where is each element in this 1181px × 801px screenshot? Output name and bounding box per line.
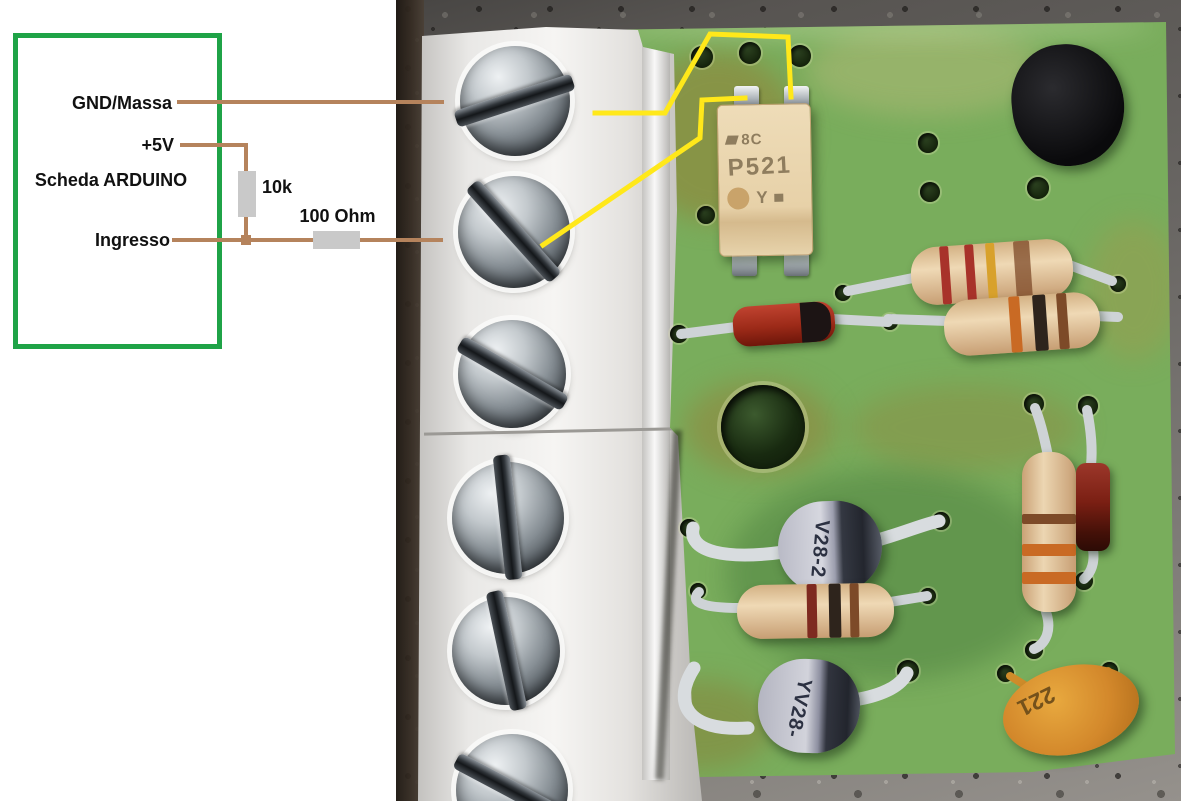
- pcb-photo: 8C P521 Y V28-2: [396, 0, 1181, 801]
- vert-resistor-lead-top: [1030, 403, 1053, 461]
- pullup-resistor-label: 10k: [262, 177, 293, 197]
- big-diode2-lead-right: [847, 666, 914, 707]
- pcb-discoloration: [806, 26, 1046, 116]
- resistor-band: [1022, 572, 1076, 584]
- annotation-wire-terminal1-to-opto: [592, 31, 794, 116]
- pcb-discoloration: [1086, 220, 1175, 360]
- board-label: Scheda ARDUINO: [34, 170, 188, 190]
- small-diode-lead-right: [827, 314, 893, 327]
- resistor3-lead-left: [690, 587, 745, 613]
- vert-resistor-body: [1022, 452, 1076, 612]
- terminal-screw-4: [452, 454, 564, 581]
- pin-label-input: Ingresso: [94, 230, 170, 250]
- pullup-resistor-symbol: [238, 171, 256, 217]
- pcb-mounting-hole: [721, 385, 805, 469]
- vert-diode-lead-top: [1082, 405, 1097, 470]
- series-resistor-label: 100 Ohm: [299, 206, 376, 226]
- wire-junction-dot: [241, 235, 251, 245]
- pin-label-5v: +5V: [141, 135, 174, 155]
- vert-resistor-lead-bottom: [1029, 607, 1054, 654]
- wire-5v: [180, 143, 248, 147]
- annotation-wire-terminal2-to-opto: [539, 95, 748, 249]
- big-diode1-lead-left: [686, 521, 791, 562]
- pin-label-gnd: GND/Massa: [71, 93, 172, 113]
- pcb-hole: [918, 133, 938, 153]
- component-leads-layer: [676, 261, 1123, 735]
- terminal-screw-2: [458, 176, 570, 288]
- wire-gnd: [177, 100, 444, 104]
- arduino-board-box: [13, 33, 222, 349]
- terminal-screw-1: [453, 46, 577, 156]
- small-diode-lead-left: [676, 322, 741, 339]
- resistor1-lead-left: [843, 273, 918, 296]
- terminal-block: [418, 27, 702, 801]
- wire-input: [172, 238, 443, 242]
- series-resistor-symbol: [313, 231, 360, 249]
- vert-diode-lead-bottom: [1079, 544, 1099, 584]
- pcb-hole: [1027, 177, 1049, 199]
- vert-diode-body: [1076, 463, 1110, 551]
- resistor-band: [1022, 514, 1076, 524]
- pcb-hole: [920, 182, 940, 202]
- resistor1-lead-right: [1067, 261, 1117, 286]
- pcb-hole: [789, 45, 811, 67]
- terminal-screw-3: [455, 320, 569, 428]
- terminal-screw-5: [452, 589, 560, 712]
- resistor3-lead-right: [885, 591, 932, 607]
- pcb-hole: [697, 206, 715, 224]
- big-diode1-lead-right: [871, 514, 946, 547]
- pcb-shading: [726, 470, 1056, 680]
- big-diode2-lead-left: [677, 661, 755, 735]
- pcb-hole: [739, 42, 761, 64]
- resistor2-lead-left: [883, 314, 953, 326]
- annotation-layer: [539, 31, 794, 249]
- resistor-band: [1022, 544, 1076, 556]
